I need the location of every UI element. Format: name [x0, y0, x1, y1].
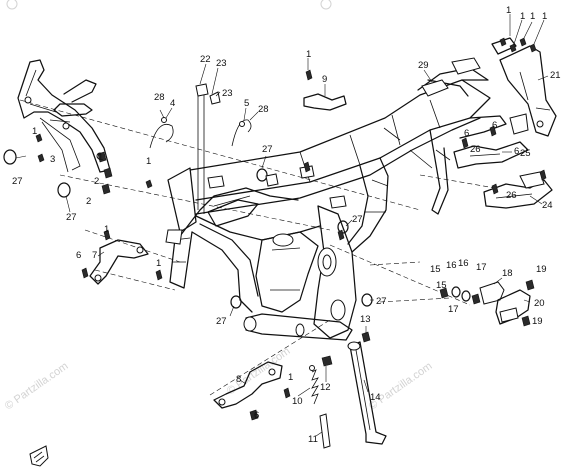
callout-25: 25	[520, 148, 531, 159]
callout-28: 28	[258, 104, 269, 115]
callout-6: 6	[492, 120, 497, 131]
callout-20: 20	[534, 298, 545, 309]
callout-23: 23	[222, 88, 233, 99]
callout-27: 27	[216, 316, 227, 327]
callout-1: 1	[146, 156, 151, 167]
callout-1: 1	[542, 11, 547, 22]
watermark-logo-right	[320, 0, 332, 10]
callout-27: 27	[262, 144, 273, 155]
front-arrow-icon	[29, 445, 49, 467]
callout-6: 6	[464, 128, 469, 139]
callout-2: 2	[94, 176, 99, 187]
callout-1: 1	[288, 372, 293, 383]
bracket-9	[303, 84, 347, 111]
callout-27: 27	[352, 214, 363, 225]
callout-18: 18	[502, 268, 513, 279]
callout-15: 15	[436, 280, 447, 291]
callout-10: 10	[292, 396, 303, 407]
side-stand-14	[347, 341, 387, 445]
callout-1: 1	[506, 5, 511, 16]
callout-1: 1	[530, 11, 535, 22]
callout-12: 12	[320, 382, 331, 393]
callout-11: 11	[308, 434, 318, 445]
assembly-lines	[19, 99, 496, 396]
callout-27: 27	[376, 296, 387, 307]
watermark-logo-left	[6, 0, 18, 10]
callout-15: 15	[430, 264, 441, 275]
callout-6: 6	[514, 146, 519, 157]
callout-26: 26	[470, 144, 481, 155]
callout-24: 24	[542, 200, 553, 211]
clamp-4	[149, 117, 174, 149]
callout-19: 19	[536, 264, 547, 275]
callout-23: 23	[216, 58, 227, 69]
spring-10	[309, 365, 319, 405]
rods-22-23	[195, 83, 221, 214]
callout-9: 9	[322, 74, 327, 85]
callout-1: 1	[98, 152, 103, 163]
footrest-bracket-25	[453, 113, 529, 169]
callout-1: 1	[104, 224, 109, 235]
front-engine-hanger	[17, 59, 111, 173]
callout-13: 13	[360, 314, 371, 325]
callout-2: 2	[86, 196, 91, 207]
washers-27	[3, 149, 373, 309]
callout-27: 27	[66, 212, 77, 223]
watermark-right: © Partzilla.com	[367, 360, 435, 412]
callout-5: 5	[244, 98, 249, 109]
callout-16: 16	[446, 260, 457, 271]
callout-1: 1	[32, 126, 37, 137]
callout-labels: 1 1 1 1 1 1 1 1 1 1 1 2 2 3 4 5 6 6 6 6 …	[12, 5, 561, 445]
hardware-15-20	[439, 279, 535, 327]
callout-3: 3	[50, 154, 55, 165]
clamp-5	[231, 119, 252, 147]
callout-14: 14	[370, 392, 381, 403]
callout-1: 1	[306, 49, 311, 60]
callout-8: 8	[236, 374, 241, 385]
pin-11	[319, 413, 331, 449]
callout-22: 22	[200, 54, 211, 65]
callout-6: 6	[76, 250, 81, 261]
seat-bracket-29	[421, 57, 481, 97]
footrest-bracket-24	[483, 171, 553, 209]
watermark-left: © Partzilla.com	[3, 360, 71, 412]
callout-21: 21	[550, 70, 561, 81]
bolt-13	[361, 326, 371, 343]
callout-17: 17	[476, 262, 487, 273]
bracket-7	[89, 239, 149, 285]
callout-26: 26	[506, 190, 517, 201]
callout-1: 1	[520, 11, 525, 22]
main-frame	[165, 67, 507, 341]
callout-16: 16	[458, 258, 469, 269]
callout-4: 4	[170, 98, 175, 109]
callout-28: 28	[154, 92, 165, 103]
callout-29: 29	[418, 60, 429, 71]
callout-7: 7	[92, 250, 97, 261]
callout-6: 6	[254, 410, 259, 421]
bracket-8	[213, 361, 283, 409]
callout-1: 1	[156, 258, 161, 269]
callout-17: 17	[448, 304, 459, 315]
callout-19: 19	[532, 316, 543, 327]
bolts	[35, 37, 547, 421]
callout-27: 27	[12, 176, 23, 187]
leader-lines	[15, 14, 549, 437]
bolt-12	[321, 355, 333, 367]
